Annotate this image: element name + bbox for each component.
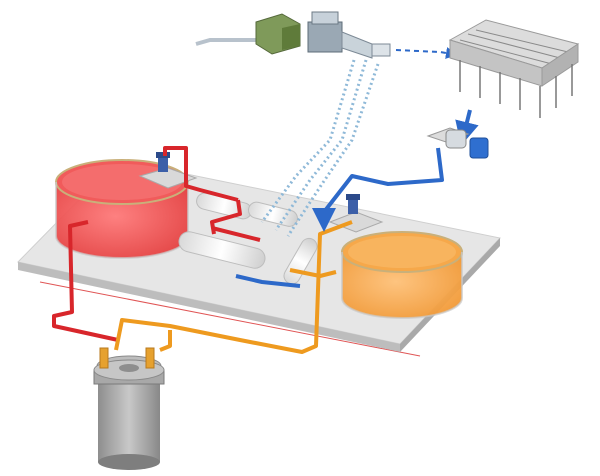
hot-storage-tank [55,159,189,259]
heat-exchangers [178,192,318,285]
hot-salt-loop [52,146,261,362]
cold-storage-tank [341,231,463,319]
air-cooled-condenser [448,19,580,118]
condensate-line [395,47,458,59]
heat-source-vessel [93,347,165,470]
steam-lines [260,59,380,237]
steam-turbine-generator [195,11,391,59]
guide-line [39,281,421,357]
feedwater-pump [426,127,489,159]
cold-water-loop [235,109,479,288]
